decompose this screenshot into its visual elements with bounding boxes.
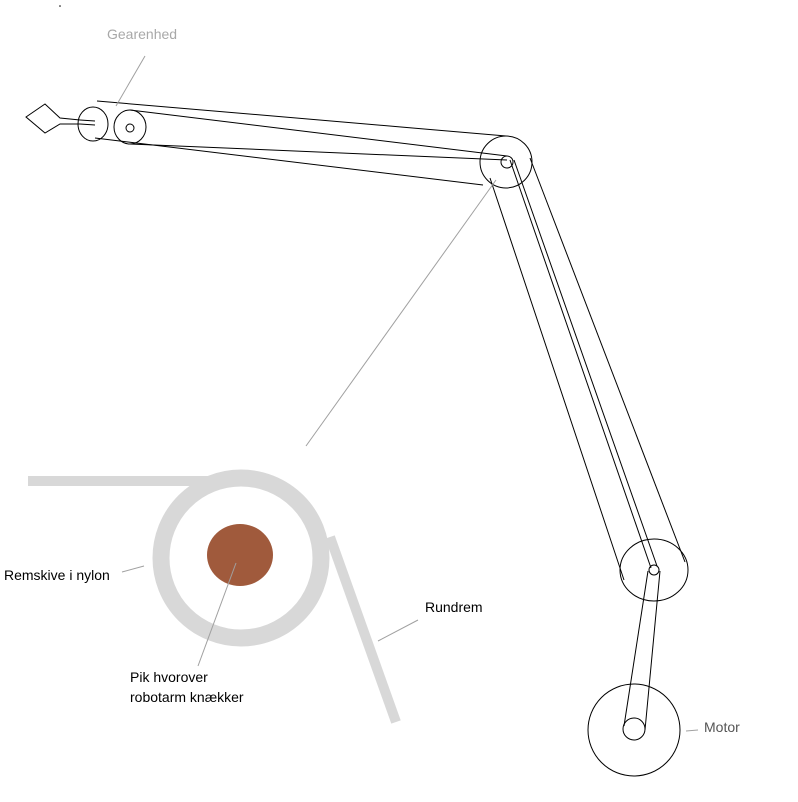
stray-dot [59, 5, 61, 7]
elbow-axle [500, 155, 514, 169]
leader-motor [685, 729, 699, 732]
shoulder-axle [648, 564, 660, 576]
detail-nylon-pulley [152, 469, 330, 647]
leader-nylon-pulley [121, 565, 145, 573]
gear-axle [125, 123, 135, 133]
detail-view [28, 469, 401, 724]
label-pin-line2: robotarm knækker [130, 689, 244, 705]
motor [587, 683, 681, 777]
upper-arm-outline-top [96, 100, 507, 137]
leader-detail-callout [305, 179, 497, 447]
leader-lines [115, 55, 699, 732]
upper-arm [94, 100, 508, 186]
elbow-pulley [479, 135, 533, 189]
lower-arm-belt-a [509, 159, 652, 569]
label-round-belt: Rundrem [425, 599, 483, 615]
shoulder-pulley [619, 538, 689, 602]
label-gear-unit: Gearenhed [107, 26, 177, 42]
gear-back [113, 109, 147, 145]
lower-arm-outline-right [529, 157, 686, 563]
detail-pivot-pin [207, 524, 273, 586]
label-pin-line1: Pik hvorover [130, 669, 208, 685]
motor-belt [623, 570, 661, 731]
leader-gear-unit [115, 55, 146, 107]
upper-arm-belt-bottom [129, 143, 508, 161]
label-nylon-pulley: Remskive i nylon [4, 567, 110, 583]
detail-belt-down [325, 535, 401, 724]
lower-arm-outline-left [489, 177, 625, 581]
leader-pin [197, 562, 237, 667]
upper-arm-belt-top [129, 109, 508, 157]
gear-unit [77, 106, 147, 145]
motor-shaft [622, 717, 646, 741]
upper-arm-outline-bottom [94, 137, 484, 186]
lower-arm-belt-b [513, 159, 658, 567]
leader-round-belt [377, 619, 419, 642]
lower-arm [489, 157, 686, 581]
gear-front [77, 106, 109, 142]
label-motor: Motor [704, 719, 740, 735]
gripper [25, 103, 96, 134]
